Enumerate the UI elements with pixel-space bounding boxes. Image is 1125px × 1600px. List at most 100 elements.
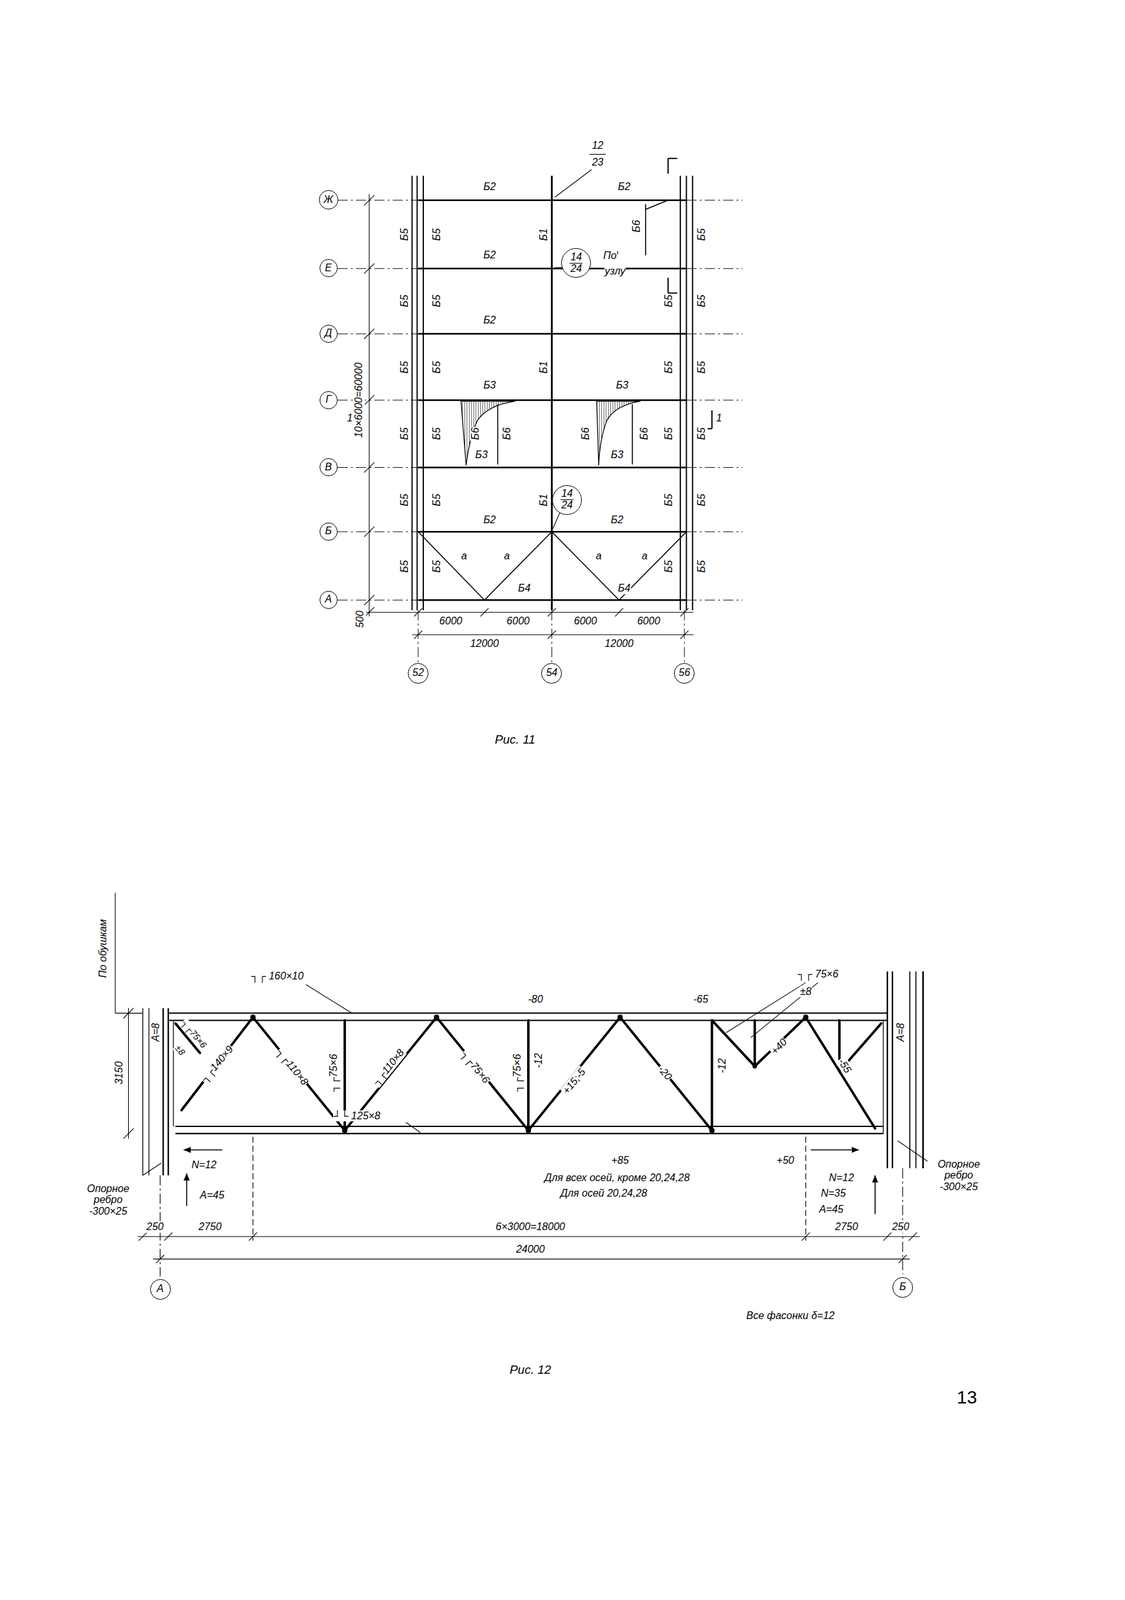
drawing-label: -12 xyxy=(532,1052,545,1069)
dimension-line xyxy=(123,1128,135,1139)
axis-circle: 52 xyxy=(407,663,429,684)
axis-circle: В xyxy=(319,458,338,477)
truss-web xyxy=(619,1017,712,1131)
drawing-label: Б5 xyxy=(663,559,676,573)
leader-line xyxy=(114,893,116,1014)
axis-name: Д xyxy=(324,327,333,339)
truss-node xyxy=(433,1014,439,1020)
axis-circle: Б xyxy=(319,522,338,541)
drawing-label: 2750 xyxy=(197,1221,223,1233)
truss-node xyxy=(617,1014,623,1020)
callout-number: 24 xyxy=(560,499,574,511)
callout-circle: 1424 xyxy=(552,485,582,515)
dimension-line xyxy=(138,1232,147,1241)
axis-name: Б xyxy=(324,525,332,537)
column-line xyxy=(915,971,917,1169)
dimension-line xyxy=(364,394,375,406)
drawing-label: 500 xyxy=(354,609,366,629)
column-line xyxy=(167,1007,169,1176)
axis-circle: Г xyxy=(319,391,338,410)
secondary-beam xyxy=(418,200,687,601)
drawing-label: Для осей 20,24,28 xyxy=(559,1187,649,1200)
truss-node xyxy=(342,1127,348,1133)
column-line xyxy=(886,971,888,1169)
drawing-label: Б1 xyxy=(538,227,550,241)
drawing-label: Б2 xyxy=(482,181,497,193)
force-arrow xyxy=(810,1149,859,1151)
axis-line xyxy=(337,199,743,201)
moment-diagram xyxy=(596,401,641,466)
callout-number: 14 xyxy=(569,251,583,263)
drawing-label: а xyxy=(460,550,468,562)
drawing-label: -65 xyxy=(692,993,709,1006)
section-mark xyxy=(667,277,669,294)
drawing-label: ┐┌75×6 xyxy=(179,1018,209,1051)
dimension-line xyxy=(137,1235,921,1237)
drawing-label: 6000 xyxy=(438,615,464,627)
axis-name: Ж xyxy=(322,194,334,206)
secondary-beam xyxy=(632,403,634,464)
column-line xyxy=(411,175,414,611)
axis-line xyxy=(337,200,743,665)
dimension-line xyxy=(680,630,689,640)
axis-circle: Е xyxy=(319,259,338,278)
dimension-line xyxy=(412,634,694,636)
drawing-label: +50 xyxy=(775,1155,795,1167)
drawing-label: Б5 xyxy=(399,360,412,374)
truss-web xyxy=(753,1019,756,1066)
truss-chord xyxy=(168,1012,888,1134)
moment-diagram xyxy=(460,401,641,466)
drawing-label: Б5 xyxy=(399,559,412,573)
force-arrow xyxy=(874,1175,876,1214)
drawing-label: 2750 xyxy=(834,1221,859,1233)
drawing-label: а xyxy=(595,550,603,562)
dimension-line xyxy=(164,1232,173,1241)
dimension-line xyxy=(883,1232,892,1241)
drawing-label: ┘└ 125×8 xyxy=(333,1110,381,1122)
drawing-label: 3150 xyxy=(113,1060,125,1086)
drawing-label: а xyxy=(503,550,511,562)
drawing-label: Б3 xyxy=(615,380,629,392)
drawing-label: Для всех осей, кроме 20,24,28 xyxy=(543,1172,691,1185)
drawing-label: 6000 xyxy=(505,615,531,627)
axis-name: Г xyxy=(324,394,332,406)
force-arrow xyxy=(183,1149,223,1151)
dimension-line xyxy=(412,612,694,613)
drawing-label: Б5 xyxy=(431,492,443,507)
drawing-label: ┐┌110×8 xyxy=(274,1046,312,1088)
axis-name: 52 xyxy=(411,667,425,679)
drawing-label: 12000 xyxy=(604,637,635,650)
drawing-label: ┐┌110×8 xyxy=(370,1046,408,1088)
truss-web xyxy=(527,1019,530,1131)
truss-web xyxy=(710,1019,714,1131)
column-line xyxy=(162,1007,164,1176)
truss-node xyxy=(709,1127,715,1133)
drawing-label: -55 xyxy=(835,1056,854,1077)
drawing-label: Б5 xyxy=(695,227,708,241)
drawing-label: Все фасонки δ=12 xyxy=(745,1309,836,1322)
column-line xyxy=(922,971,924,1169)
dimension-line xyxy=(414,608,423,617)
axis-circle: Д xyxy=(319,324,338,343)
drawing-label: 23 xyxy=(591,156,605,169)
section-mark xyxy=(356,158,712,429)
dimension-line xyxy=(123,1007,921,1276)
dimension-line xyxy=(364,328,375,339)
truss-node xyxy=(250,1014,808,1134)
dimension-line xyxy=(123,1007,135,1019)
drawing-label: Б5 xyxy=(431,360,443,374)
axis-line xyxy=(337,333,743,335)
drawing-label: ┐┌ 75×6 xyxy=(797,968,839,981)
drawing-label: 250 xyxy=(145,1221,165,1233)
force-arrow xyxy=(186,1173,188,1207)
drawing-label: Б5 xyxy=(399,227,412,241)
axis-circle: 56 xyxy=(673,663,695,684)
axis-circle: А xyxy=(150,1278,171,1300)
drawing-label: Б5 xyxy=(695,559,708,573)
axis-name: Б xyxy=(898,1281,907,1293)
dimension-line xyxy=(414,630,423,640)
axis-circle: Б xyxy=(892,1277,914,1298)
dimension-line xyxy=(547,608,557,617)
